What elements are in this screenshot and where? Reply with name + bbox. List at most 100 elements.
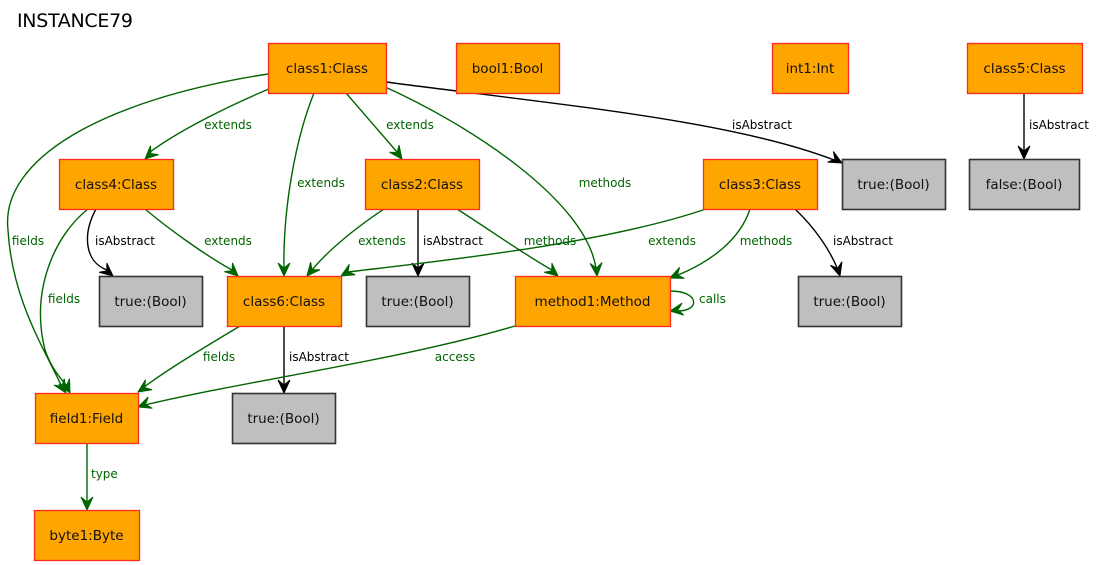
edge-line[interactable] xyxy=(347,208,707,273)
edge-class4-isAbstract-true_b[interactable] xyxy=(86,208,114,277)
node-field1[interactable]: field1:Field xyxy=(34,392,140,445)
arrowhead-icon xyxy=(277,262,291,278)
edge-line[interactable] xyxy=(86,208,108,271)
object-box[interactable] xyxy=(702,158,819,211)
edge-label: extends xyxy=(297,176,345,190)
edge-field1-type-byte1[interactable] xyxy=(80,443,94,512)
edge-class6-fields-field1[interactable] xyxy=(137,325,241,393)
node-label: true:(Bool) xyxy=(381,294,453,310)
edge-line[interactable] xyxy=(677,208,751,276)
object-box[interactable] xyxy=(771,42,850,95)
edge-class4-extends-class6[interactable] xyxy=(144,208,239,277)
arrowhead-icon xyxy=(668,302,685,316)
edge-line[interactable] xyxy=(149,85,277,153)
arrowhead-icon xyxy=(1017,145,1031,161)
node-method1[interactable]: method1:Method xyxy=(514,275,672,328)
edge-label: access xyxy=(435,350,475,364)
arrowhead-icon xyxy=(277,379,291,395)
edge-line[interactable] xyxy=(144,208,233,271)
node-false_a[interactable]: false:(Bool) xyxy=(968,158,1081,211)
node-label: class5:Class xyxy=(983,61,1065,77)
value-box[interactable] xyxy=(841,158,947,211)
edge-class1-extends-class4[interactable] xyxy=(144,85,277,160)
edge-class3-isAbstract-true_d[interactable] xyxy=(794,208,843,278)
node-true_d[interactable]: true:(Bool) xyxy=(797,275,903,328)
node-class4[interactable]: class4:Class xyxy=(58,158,175,211)
edge-class6-isAbstract-true_e[interactable] xyxy=(277,326,291,395)
object-box[interactable] xyxy=(966,42,1084,95)
node-class2[interactable]: class2:Class xyxy=(364,158,481,211)
value-box[interactable] xyxy=(797,275,903,328)
arrowhead-icon xyxy=(827,151,844,164)
edge-class5-isAbstract-false_a[interactable] xyxy=(1017,93,1031,161)
edge-line[interactable] xyxy=(144,325,516,406)
edge-line[interactable] xyxy=(143,325,241,388)
edge-label: type xyxy=(91,467,118,481)
arrowhead-icon xyxy=(830,261,843,278)
edge-line[interactable] xyxy=(6,73,269,388)
node-label: class3:Class xyxy=(719,177,801,193)
object-box[interactable] xyxy=(58,158,175,211)
arrowhead-icon xyxy=(411,262,425,278)
object-box[interactable] xyxy=(34,392,140,445)
arrowhead-icon xyxy=(589,262,603,278)
arrowhead-icon xyxy=(99,262,114,277)
node-class5[interactable]: class5:Class xyxy=(966,42,1084,95)
object-box[interactable] xyxy=(455,42,561,95)
object-box[interactable] xyxy=(364,158,481,211)
arrowhead-icon xyxy=(339,264,356,277)
edge-class1-extends-class6[interactable] xyxy=(277,92,315,278)
edge-class4-fields-field1[interactable] xyxy=(39,208,89,395)
edge-line[interactable] xyxy=(39,208,89,388)
object-box[interactable] xyxy=(514,275,672,328)
edge-method1-calls-method1[interactable] xyxy=(668,290,695,316)
node-label: true:(Bool) xyxy=(247,411,319,427)
edge-class2-extends-class6[interactable] xyxy=(306,208,385,277)
edge-line[interactable] xyxy=(669,290,695,312)
edge-label: methods xyxy=(740,234,793,248)
value-box[interactable] xyxy=(98,275,204,328)
arrowhead-icon xyxy=(544,262,559,277)
edge-label: extends xyxy=(648,234,696,248)
node-label: class4:Class xyxy=(75,177,157,193)
edge-line[interactable] xyxy=(794,208,839,271)
edge-method1-access-field1[interactable] xyxy=(136,325,516,409)
edge-class2-isAbstract-true_c[interactable] xyxy=(411,209,425,278)
node-byte1[interactable]: byte1:Byte xyxy=(33,509,141,562)
object-box[interactable] xyxy=(33,509,141,562)
arrowhead-icon xyxy=(144,145,159,160)
edge-class1-methods-method1[interactable] xyxy=(382,85,603,278)
edge-line[interactable] xyxy=(283,92,315,269)
object-box[interactable] xyxy=(267,42,388,95)
arrowhead-icon xyxy=(136,396,153,409)
node-true_b[interactable]: true:(Bool) xyxy=(98,275,204,328)
node-int1[interactable]: int1:Int xyxy=(771,42,850,95)
value-box[interactable] xyxy=(968,158,1081,211)
node-label: method1:Method xyxy=(535,294,651,310)
edge-line[interactable] xyxy=(456,208,553,271)
arrowhead-icon xyxy=(80,496,94,512)
value-box[interactable] xyxy=(231,392,337,445)
object-box[interactable] xyxy=(226,275,343,328)
node-class6[interactable]: class6:Class xyxy=(226,275,343,328)
edge-class3-extends-class6[interactable] xyxy=(339,208,707,277)
edge-class2-methods-method1[interactable] xyxy=(456,208,559,277)
node-class3[interactable]: class3:Class xyxy=(702,158,819,211)
node-true_a[interactable]: true:(Bool) xyxy=(841,158,947,211)
edge-class3-methods-method1[interactable] xyxy=(668,208,751,279)
edge-class1-extends-class2[interactable] xyxy=(345,92,403,160)
arrowhead-icon xyxy=(137,379,153,393)
edge-line[interactable] xyxy=(382,85,597,269)
value-box[interactable] xyxy=(365,275,471,328)
node-true_e[interactable]: true:(Bool) xyxy=(231,392,337,445)
edge-line[interactable] xyxy=(311,208,385,271)
arrowhead-icon xyxy=(668,267,685,279)
edge-line[interactable] xyxy=(345,92,398,153)
node-class1[interactable]: class1:Class xyxy=(267,42,388,95)
node-bool1[interactable]: bool1:Bool xyxy=(455,42,561,95)
edge-label: extends xyxy=(204,118,252,132)
node-label: int1:Int xyxy=(786,61,835,77)
node-true_c[interactable]: true:(Bool) xyxy=(365,275,471,328)
arrowhead-icon xyxy=(224,262,239,277)
